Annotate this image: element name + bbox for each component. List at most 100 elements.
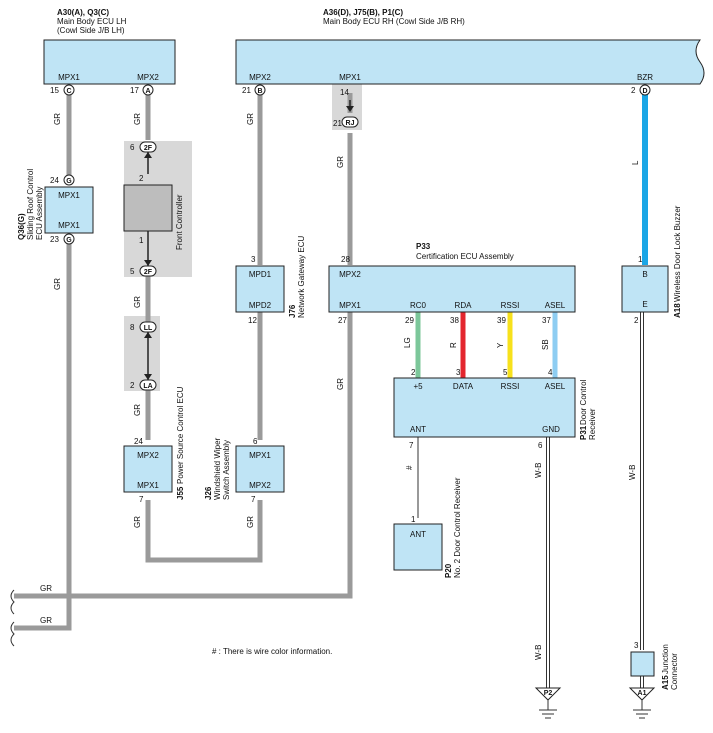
p33-pin-rda: RDA: [455, 301, 473, 310]
svg-text:J76: J76: [288, 304, 297, 318]
svg-text:L: L: [631, 160, 640, 165]
svg-text:GR: GR: [246, 113, 255, 125]
a15-junction-connector: [630, 651, 655, 677]
p31-pin-gnd: GND: [542, 425, 560, 434]
q36-connector-top: [63, 174, 75, 186]
p33-num-29: 29: [405, 316, 414, 325]
wire-color-note: # : There is wire color information.: [212, 647, 332, 656]
a30-codes: A30(A), Q3(C): [57, 8, 109, 17]
svg-text:GR: GR: [336, 156, 345, 168]
svg-text:W-B: W-B: [628, 465, 637, 480]
j26-num-7: 7: [251, 495, 256, 504]
j26-pin-top: MPX1: [249, 451, 271, 460]
svg-text:GR: GR: [40, 616, 52, 625]
a18-label: A18 Wireless Door Lock Buzzer: [673, 205, 682, 318]
p20-door-control-receiver-2: [393, 523, 443, 571]
svg-text:GR: GR: [133, 113, 142, 125]
svg-text:J26: J26: [204, 486, 213, 500]
a18-pin-b: B: [642, 270, 647, 279]
svg-text:D: D: [642, 88, 647, 95]
j55-num-24: 24: [134, 437, 143, 446]
j55-pin-bot: MPX1: [137, 481, 159, 490]
j55-num-7: 7: [139, 495, 144, 504]
front-num-6: 6: [130, 143, 135, 152]
j55-pin-top: MPX2: [137, 451, 159, 460]
svg-text:Sliding Roof Control: Sliding Roof Control: [26, 169, 35, 240]
q36-sliding-roof-ecu: [44, 186, 94, 234]
svg-text:LG: LG: [403, 337, 412, 348]
svg-text:Switch Assembly: Switch Assembly: [222, 440, 231, 500]
j76-pin-top: MPD1: [249, 270, 272, 279]
svg-text:G: G: [66, 178, 72, 185]
svg-text:A18: A18: [673, 303, 682, 318]
svg-text:Connector: Connector: [670, 653, 679, 690]
a30-pin-mpx2: MPX2: [137, 73, 159, 82]
svg-text:Wireless Door Lock Buzzer: Wireless Door Lock Buzzer: [673, 205, 682, 302]
svg-text:GR: GR: [53, 113, 62, 125]
j55-label: J55 Power Source Control ECU: [176, 386, 185, 500]
a18-pin-e: E: [642, 300, 647, 309]
a36-codes: A36(D), J75(B), P1(C): [323, 8, 403, 17]
svg-text:W-B: W-B: [534, 463, 543, 478]
p20-pin-ant: ANT: [410, 530, 426, 539]
svg-text:GR: GR: [133, 404, 142, 416]
svg-text:ECU Assembly: ECU Assembly: [35, 187, 44, 240]
j76-pin-bot: MPD2: [249, 301, 272, 310]
a36-pin-bzr: BZR: [637, 73, 653, 82]
p33-num-27: 27: [338, 316, 347, 325]
a30-main-body-ecu-lh: [43, 39, 176, 85]
a18-wireless-door-lock-buzzer: [621, 265, 669, 313]
a36-main-body-ecu-rh: [235, 39, 705, 85]
a36-connector-b: [254, 84, 266, 96]
svg-text:A15: A15: [661, 675, 670, 690]
j26-pin-bot: MPX2: [249, 481, 271, 490]
svg-text:W-B: W-B: [534, 645, 543, 660]
a36-num-21b: 21: [333, 119, 342, 128]
front-controller-label: Front Controller: [175, 194, 184, 250]
svg-text:R: R: [449, 342, 458, 348]
svg-text:GR: GR: [246, 516, 255, 528]
a30-connector-a: [142, 84, 154, 96]
svg-text:No. 2 Door Control Receiver: No. 2 Door Control Receiver: [453, 477, 462, 578]
svg-text:Power Source Control ECU: Power Source Control ECU: [176, 386, 185, 484]
svg-text:Junction: Junction: [661, 644, 670, 674]
svg-text:GR: GR: [133, 296, 142, 308]
a36-num-14: 14: [340, 88, 349, 97]
p33-name: Certification ECU Assembly: [416, 252, 514, 261]
q36-num-24: 24: [50, 176, 59, 185]
p31-pin-data: DATA: [453, 382, 474, 391]
p33-pin-asel: ASEL: [545, 301, 566, 310]
svg-text:G: G: [66, 237, 72, 244]
j26-windshield-wiper-switch: [235, 445, 285, 493]
p33-certification-ecu: [328, 265, 576, 313]
a15-label: A15 Junction Connector: [661, 644, 679, 690]
svg-text:A: A: [145, 88, 150, 95]
ground-p2: P2: [534, 687, 562, 719]
thin-wires: [10, 312, 644, 688]
svg-text:2F: 2F: [144, 269, 153, 276]
p33-code: P33: [416, 242, 431, 251]
a36-connector-d: [639, 84, 651, 96]
a15-num-3: 3: [634, 641, 639, 650]
p31-pin-5v: +5: [413, 382, 423, 391]
svg-text:#: #: [405, 465, 414, 470]
wave-end-upper: [10, 589, 15, 615]
front-num-2: 2: [139, 174, 144, 183]
a36-pin-mpx2: MPX2: [249, 73, 271, 82]
svg-text:SB: SB: [541, 339, 550, 350]
svg-text:J55: J55: [176, 486, 185, 500]
a30-num-17: 17: [130, 86, 139, 95]
front-controller-box: [123, 184, 173, 232]
p33-num-37: 37: [542, 316, 551, 325]
svg-text:RJ: RJ: [346, 120, 355, 127]
j55-power-source-ecu: [123, 445, 173, 493]
wire-color-labels: GR GR GR GR GR GR GR GR GR GR GR GR L LG…: [40, 113, 640, 660]
svg-text:Receiver: Receiver: [588, 408, 597, 440]
j76-num-12: 12: [248, 316, 257, 325]
p33-num-38: 38: [450, 316, 459, 325]
ll-num-8: 8: [130, 323, 135, 332]
svg-text:C: C: [66, 88, 71, 95]
a18-num-2: 2: [634, 316, 639, 325]
p31-label: P31 Door Control Receiver: [579, 379, 597, 440]
la-num-2: 2: [130, 381, 135, 390]
